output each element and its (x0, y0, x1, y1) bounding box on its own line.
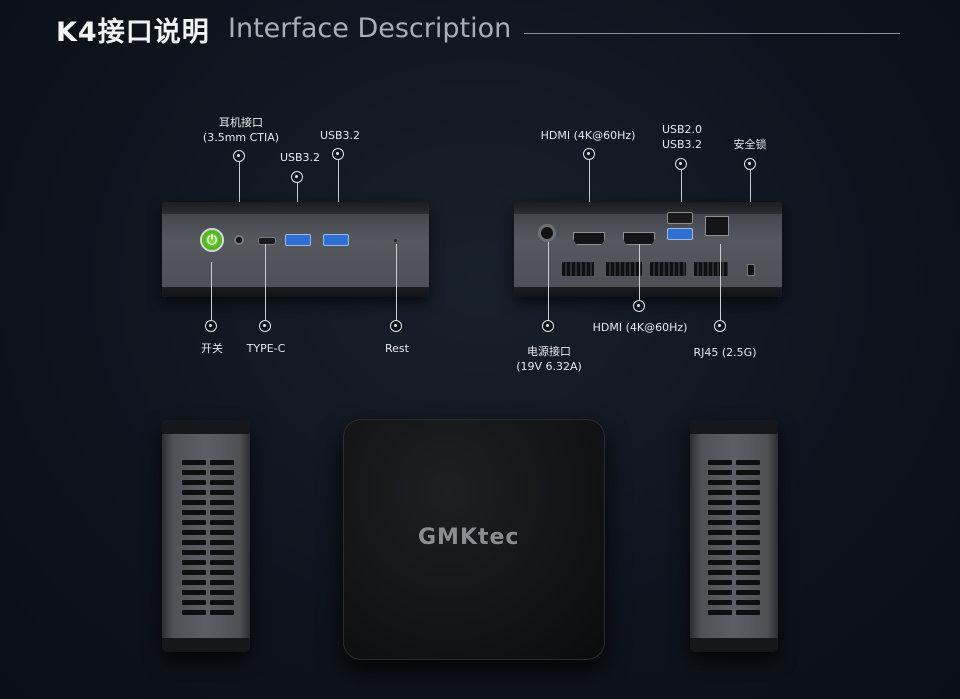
side-vent (736, 460, 760, 620)
usb-stack-label-line2: USB3.2 (661, 138, 703, 151)
headphone-label-line1: 耳机接口 (219, 116, 263, 129)
usb32-right-marker (332, 148, 344, 160)
usb32-port-rear[interactable] (667, 228, 693, 240)
rear-bottom-edge (514, 287, 782, 297)
kensington-label: 安全锁 (733, 138, 767, 151)
front-bottom-edge (162, 287, 429, 297)
rj45-label: RJ45 (2.5G) (693, 346, 757, 359)
header-divider (524, 33, 900, 34)
front-top-edge (162, 202, 429, 214)
hdmi-top-label: HDMI (4K@60Hz) (540, 129, 636, 142)
dc-in-marker (542, 320, 554, 332)
hdmi-port-left[interactable] (573, 232, 605, 245)
usb32-port-left[interactable] (285, 234, 311, 246)
headphone-jack[interactable] (234, 235, 244, 245)
usb-stack-leader (681, 170, 682, 212)
side-cap (162, 420, 250, 434)
hdmi-bottom-marker (633, 300, 645, 312)
reset-marker (390, 320, 402, 332)
rear-vent (606, 262, 642, 276)
power-leader (211, 262, 212, 320)
rj45-leader (720, 244, 721, 320)
reset-label: Rest (385, 342, 409, 355)
kensington-slot[interactable] (747, 264, 755, 276)
dc-in-leader (548, 242, 549, 320)
hdmi-top-marker (583, 148, 595, 160)
typec-port[interactable] (258, 237, 276, 245)
reset-pinhole[interactable] (394, 239, 397, 242)
front-panel-device: ⏻ (162, 202, 429, 297)
headphone-label: 耳机接口 (3.5mm CTIA) (196, 115, 286, 145)
typec-leader (265, 244, 266, 320)
dc-power-jack[interactable] (538, 224, 556, 242)
headphone-marker (233, 150, 245, 162)
top-lid-view (343, 419, 605, 660)
usb32-left-marker (291, 171, 303, 183)
typec-label: TYPE-C (246, 342, 286, 355)
rj45-marker (714, 320, 726, 332)
page-subtitle: Interface Description (228, 13, 512, 44)
power-button[interactable]: ⏻ (200, 228, 224, 252)
usb-stack-label: USB2.0 USB3.2 (652, 122, 712, 152)
side-cap (690, 420, 778, 434)
hdmi-top-leader (589, 160, 590, 230)
usb-stack-marker (675, 158, 687, 170)
side-cap (162, 638, 250, 652)
usb20-port[interactable] (667, 212, 693, 224)
dc-in-label-line1: 电源接口 (527, 345, 571, 358)
typec-marker (259, 320, 271, 332)
rear-vent (694, 262, 728, 276)
headphone-leader (239, 162, 240, 235)
side-vent (210, 460, 234, 620)
usb32-right-leader (338, 160, 339, 231)
reset-leader (396, 244, 397, 320)
side-vent (708, 460, 732, 620)
usb-stack-label-line1: USB2.0 (661, 123, 703, 136)
rear-top-edge (514, 202, 782, 214)
rear-vent (562, 262, 594, 276)
usb32-left-label: USB3.2 (279, 151, 321, 164)
usb32-port-right[interactable] (323, 234, 349, 246)
usb32-right-label: USB3.2 (319, 129, 361, 142)
side-cap (690, 638, 778, 652)
page-title: K4接口说明 (56, 17, 210, 48)
rear-panel-device (514, 202, 782, 297)
side-vent (182, 460, 206, 620)
hdmi-bottom-leader (639, 244, 640, 300)
headphone-label-line2: (3.5mm CTIA) (202, 131, 280, 144)
dc-in-label-line2: (19V 6.32A) (516, 360, 582, 373)
brand-logo: GMKtec (418, 525, 520, 550)
kensington-marker (744, 158, 756, 170)
power-marker (205, 320, 217, 332)
power-label: 开关 (201, 342, 223, 355)
right-side-view (690, 420, 778, 652)
rear-vent (650, 262, 686, 276)
rj45-port[interactable] (705, 216, 729, 236)
dc-in-label: 电源接口 (19V 6.32A) (502, 344, 596, 374)
hdmi-bottom-label: HDMI (4K@60Hz) (592, 321, 688, 334)
left-side-view (162, 420, 250, 652)
